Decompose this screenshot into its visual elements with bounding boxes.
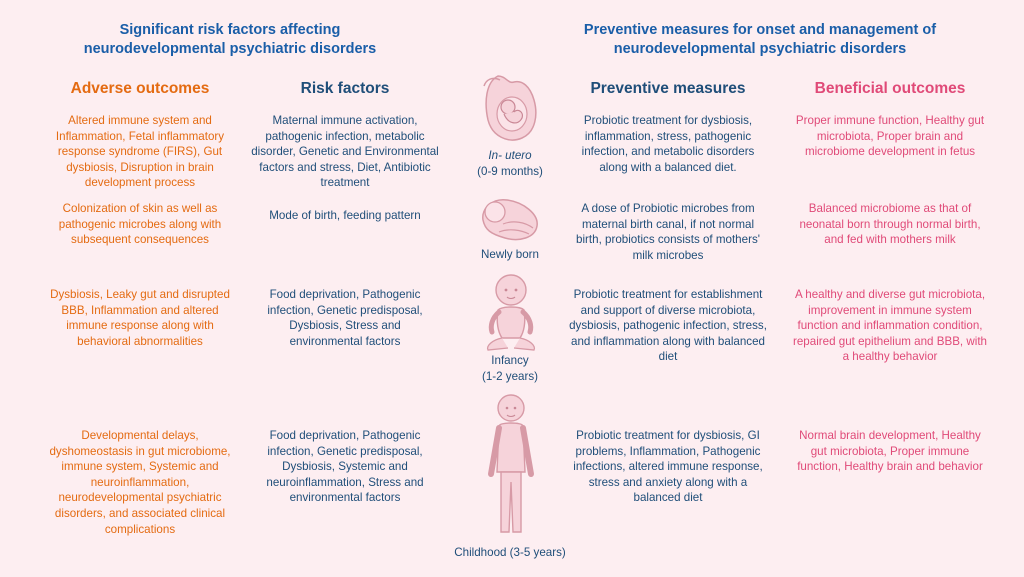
stage-label-in-utero: In- utero (0-9 months)	[455, 148, 565, 179]
column-header-adverse-outcomes: Adverse outcomes	[70, 80, 210, 97]
swaddled-newborn-icon	[475, 190, 545, 244]
stage-name-in-utero: In- utero	[488, 149, 532, 162]
beneficial-infancy: A healthy and diverse gut microbiota, im…	[793, 288, 987, 364]
risk-childhood: Food deprivation, Pathogenic infection, …	[266, 429, 424, 505]
risk-in-utero: Maternal immune activation, pathogenic i…	[251, 114, 439, 190]
adverse-in-utero: Altered immune system and Inflammation, …	[55, 114, 225, 190]
stage-label-newly-born: Newly born	[481, 248, 539, 261]
adverse-childhood: Developmental delays, dyshomeostasis in …	[49, 429, 231, 536]
left-section-header: Significant risk factors affecting neuro…	[60, 21, 400, 59]
sitting-infant-icon	[478, 270, 544, 354]
adverse-newly-born: Colonization of skin as well as pathogen…	[58, 202, 222, 247]
left-header-line-2: neurodevelopmental psychiatric disorders	[83, 41, 377, 57]
right-header-line-1: Preventive measures for onset and manage…	[583, 22, 937, 38]
standing-child-icon	[483, 392, 539, 542]
left-header-line-1: Significant risk factors affecting	[119, 22, 341, 38]
beneficial-childhood: Normal brain development, Healthy gut mi…	[797, 429, 983, 474]
risk-newly-born: Mode of birth, feeding pattern	[269, 209, 421, 222]
stage-label-infancy: Infancy (1-2 years)	[455, 353, 565, 384]
preventive-newly-born: A dose of Probiotic microbes from matern…	[576, 202, 760, 262]
beneficial-newly-born: Balanced microbiome as that of neonatal …	[799, 202, 981, 247]
stage-period-infancy: (1-2 years)	[481, 369, 539, 383]
beneficial-in-utero: Proper immune function, Healthy gut micr…	[795, 114, 985, 159]
preventive-in-utero: Probiotic treatment for dysbiosis, infla…	[581, 114, 755, 174]
stage-period-in-utero: (0-9 months)	[477, 164, 543, 178]
column-header-preventive-measures: Preventive measures	[590, 80, 746, 97]
preventive-childhood: Probiotic treatment for dysbiosis, GI pr…	[573, 429, 763, 505]
fetus-in-womb-icon	[478, 72, 544, 146]
risk-infancy: Food deprivation, Pathogenic infection, …	[267, 288, 423, 348]
column-header-beneficial-outcomes: Beneficial outcomes	[814, 80, 966, 97]
column-header-risk-factors: Risk factors	[300, 80, 390, 97]
right-header-line-2: neurodevelopmental psychiatric disorders	[613, 41, 907, 57]
adverse-infancy: Dysbiosis, Leaky gut and disrupted BBB, …	[50, 288, 230, 348]
right-section-header: Preventive measures for onset and manage…	[560, 21, 960, 59]
stage-label-childhood: Childhood (3-5 years)	[454, 546, 566, 559]
preventive-infancy: Probiotic treatment for establishment an…	[569, 288, 767, 364]
stage-name-infancy: Infancy	[491, 354, 529, 367]
